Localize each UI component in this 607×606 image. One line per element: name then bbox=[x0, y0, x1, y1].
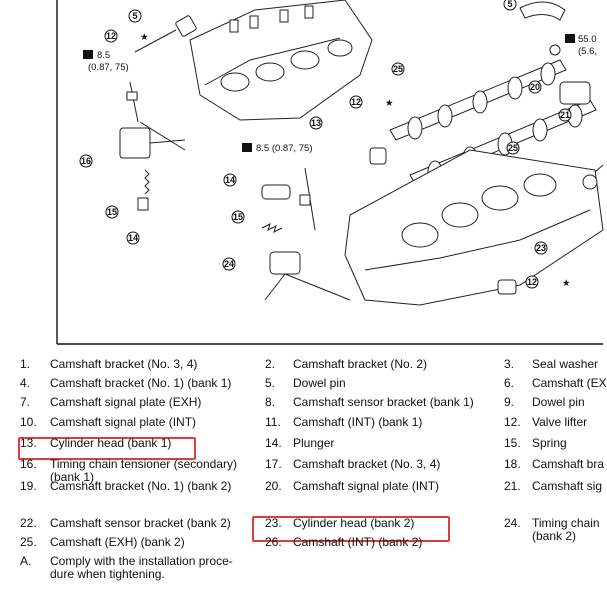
legend-item-text: Camshaft bracket (No. 1) (bank 2) bbox=[50, 479, 232, 493]
signal-plate-drawing bbox=[519, 1, 604, 173]
highlight-cylinder-head-bank1 bbox=[18, 437, 196, 460]
legend-item-text: Timing chain (bank 2) bbox=[532, 516, 600, 543]
legend-item-number: 11. bbox=[265, 415, 281, 429]
legend-item-number: 21. bbox=[504, 479, 521, 493]
svg-text:15: 15 bbox=[107, 207, 117, 217]
bolt-drawing bbox=[126, 81, 186, 151]
legend-item-number: 6. bbox=[504, 376, 515, 390]
legend-item-number: 26. bbox=[265, 535, 282, 549]
legend-item-text: Camshaft (EXH) (bank 2) bbox=[50, 535, 185, 549]
legend-item-text: Spring bbox=[532, 436, 567, 450]
legend-item-number: A. bbox=[20, 554, 32, 568]
torque-label-3-sub: (5.6, bbox=[578, 46, 597, 57]
legend-item-number: 10. bbox=[20, 415, 37, 429]
legend-item-number: 2. bbox=[265, 357, 276, 371]
legend-item-text: Camshaft bracket (No. 2) bbox=[293, 357, 428, 371]
legend-item-number: 19. bbox=[20, 479, 37, 493]
legend-item-number: 7. bbox=[20, 395, 31, 409]
tensioner-bank1-drawing bbox=[119, 127, 186, 211]
svg-text:12: 12 bbox=[527, 277, 537, 287]
legend-item-number: 16. bbox=[20, 457, 37, 471]
svg-text:25: 25 bbox=[393, 64, 403, 74]
valve-lifter-drawing bbox=[134, 15, 197, 53]
torque-label-1: 8.5 bbox=[97, 50, 110, 61]
svg-text:16: 16 bbox=[81, 156, 91, 166]
torque-label-2: 8.5 (0.87, 75) bbox=[256, 143, 313, 154]
legend-item-text: Camshaft (INT) (bank 1) bbox=[293, 415, 423, 429]
camshaft-exh-drawing bbox=[389, 59, 567, 141]
cylinder-head-bank1-drawing bbox=[189, 0, 373, 121]
torque-label-1-sub: (0.87, 75) bbox=[88, 62, 129, 73]
legend-item-number: 5. bbox=[265, 376, 276, 390]
svg-text:24: 24 bbox=[224, 259, 234, 269]
legend-item-text: Camshaft (INT) (bank 2) bbox=[293, 535, 423, 549]
legend-item-text: Dowel pin bbox=[293, 376, 346, 390]
legend-item-text: Camshaft bracket (No. 3, 4) bbox=[293, 457, 441, 471]
svg-text:12: 12 bbox=[106, 31, 116, 41]
legend-item-text: Camshaft bracket (No. 1) (bank 1) bbox=[50, 376, 232, 390]
star-3: ★ bbox=[562, 278, 571, 289]
svg-text:5: 5 bbox=[507, 0, 512, 9]
callouts: 5 16 15 14 13 25 20 21 25 23 24 14 15 12… bbox=[79, 0, 572, 289]
legend-item-text: Camshaft bra bbox=[532, 457, 605, 471]
legend-item-text: Camshaft sig bbox=[532, 479, 603, 493]
legend-item-text: Camshaft signal plate (INT) bbox=[50, 415, 197, 429]
legend-item-number: 24. bbox=[504, 516, 521, 530]
legend-item-number: 15. bbox=[504, 436, 521, 450]
legend-item-number: 14. bbox=[265, 436, 282, 450]
legend-item-text: Comply with the installation proce-dure … bbox=[50, 554, 233, 581]
legend-item-number: 18. bbox=[504, 457, 521, 471]
lower-valve-lifter-drawing bbox=[369, 147, 517, 295]
legend-item-number: 3. bbox=[504, 357, 515, 371]
legend-item-number: 1. bbox=[20, 357, 31, 371]
svg-text:21: 21 bbox=[560, 110, 570, 120]
legend-item-number: 4. bbox=[20, 376, 31, 390]
legend-item-number: 20. bbox=[265, 479, 282, 493]
svg-text:23: 23 bbox=[536, 243, 546, 253]
svg-text:14: 14 bbox=[128, 233, 138, 243]
legend-item-number: 25. bbox=[20, 535, 37, 549]
legend-item-number: 22. bbox=[20, 516, 37, 530]
svg-text:5: 5 bbox=[132, 11, 137, 21]
legend-item-text: Cylinder head (bank 1) bbox=[50, 436, 172, 450]
star-1: ★ bbox=[140, 32, 149, 43]
svg-text:20: 20 bbox=[530, 82, 540, 92]
cylinder-head-bank2-drawing bbox=[344, 149, 604, 306]
legend-item-text: Valve lifter bbox=[532, 415, 588, 429]
legend-item-text: Cylinder head (bank 2) bbox=[293, 516, 415, 530]
legend-item-text: Timing chain tensioner (secondary) (bank… bbox=[50, 457, 237, 484]
svg-text:13: 13 bbox=[311, 118, 321, 128]
legend-item-number: 9. bbox=[504, 395, 515, 409]
legend-item-text: Camshaft (EX bbox=[532, 376, 607, 390]
legend-item-text: Seal washer bbox=[532, 357, 599, 371]
torque-label-3: 55.0 bbox=[578, 34, 597, 45]
legend-item-text: Dowel pin bbox=[532, 395, 585, 409]
plunger-drawing bbox=[261, 167, 351, 301]
legend-item-text: Plunger bbox=[293, 436, 335, 450]
legend-item-number: 23. bbox=[265, 516, 282, 530]
legend-item-text: Camshaft signal plate (INT) bbox=[293, 479, 440, 493]
legend-item-number: 17. bbox=[265, 457, 282, 471]
svg-text:25: 25 bbox=[508, 143, 518, 153]
highlight-cylinder-head-bank2 bbox=[252, 516, 450, 542]
star-2: ★ bbox=[385, 98, 394, 109]
legend-item-text: Camshaft sensor bracket (bank 1) bbox=[293, 395, 474, 409]
legend-item-text: Camshaft signal plate (EXH) bbox=[50, 395, 202, 409]
svg-text:15: 15 bbox=[233, 212, 243, 222]
legend-item-number: 8. bbox=[265, 395, 276, 409]
exploded-view-figure: 5 16 15 14 13 25 20 21 25 23 24 14 15 12… bbox=[56, 0, 604, 345]
svg-text:12: 12 bbox=[351, 97, 361, 107]
legend-item-text: Camshaft bracket (No. 3, 4) bbox=[50, 357, 198, 371]
legend-item-number: 12. bbox=[504, 415, 521, 429]
legend-item-text: Camshaft sensor bracket (bank 2) bbox=[50, 516, 231, 530]
legend-item-number: 13. bbox=[20, 436, 37, 450]
torque-labels: 8.5 (0.87, 75) 8.5 (0.87, 75) 55.0 (5.6,… bbox=[83, 32, 597, 289]
svg-text:14: 14 bbox=[225, 175, 235, 185]
